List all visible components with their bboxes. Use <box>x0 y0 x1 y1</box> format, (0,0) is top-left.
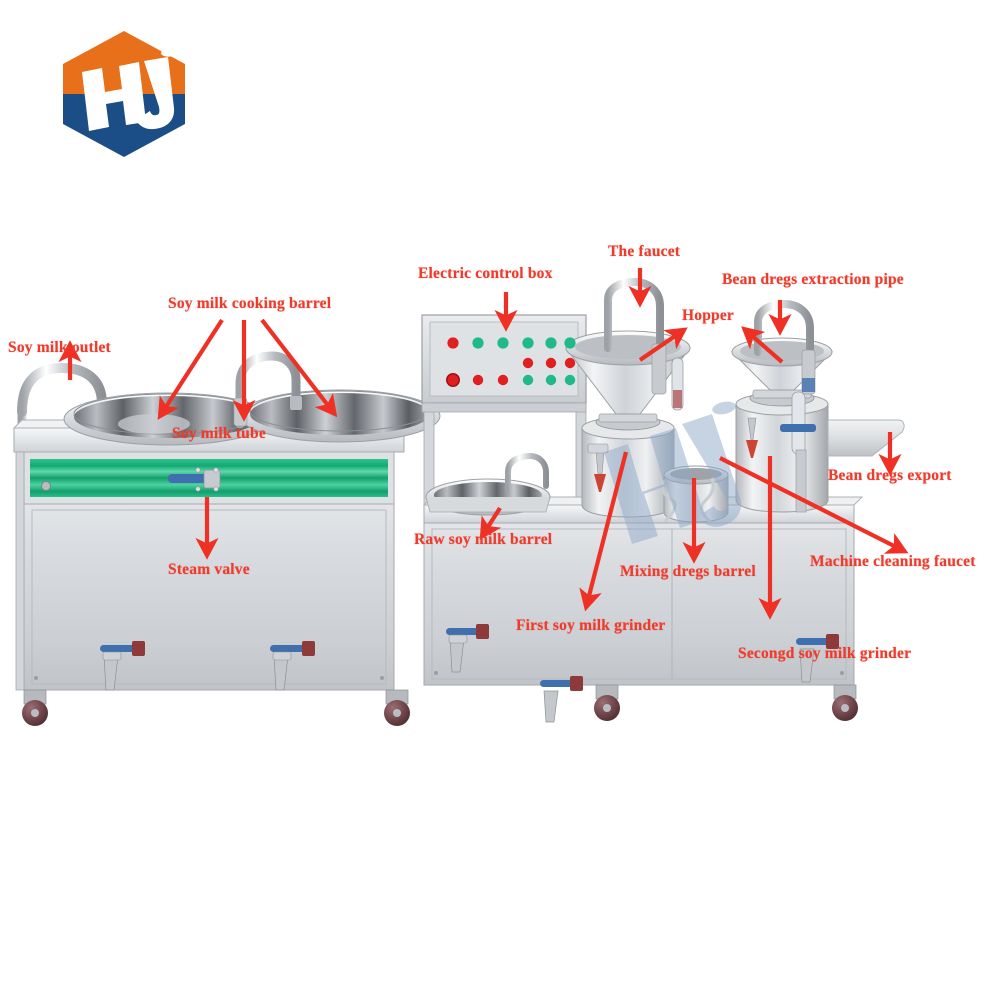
label-soy-milk-tube: Soy milk tube <box>172 425 266 442</box>
caster-right-2 <box>832 684 858 721</box>
bean-dregs-export-chute <box>827 419 905 457</box>
left-unit-cabinet-door <box>31 509 387 685</box>
hopper-rim-1 <box>565 330 691 366</box>
label-electric-control-box: Electric control box <box>418 265 553 282</box>
sight-glass-1 <box>671 357 684 411</box>
label-raw-soy-milk-barrel: Raw soy milk barrel <box>414 531 553 548</box>
label-first-soy-milk-grinder: First soy milk grinder <box>516 617 666 634</box>
label-mixing-dregs-barrel: Mixing dregs barrel <box>620 563 756 580</box>
label-the-faucet: The faucet <box>608 243 681 260</box>
caster-left-2 <box>384 689 410 726</box>
soy-milk-outlet-pipe <box>17 362 107 429</box>
indicator-light[interactable] <box>545 374 557 386</box>
hopper-rim-2 <box>731 337 833 367</box>
power-indicator-light[interactable] <box>445 372 460 387</box>
arrow-hopper-2 <box>741 326 784 364</box>
indicator-light[interactable] <box>497 374 509 386</box>
indicator-light[interactable] <box>545 337 557 349</box>
raw-barrel-faucet[interactable] <box>505 452 549 495</box>
right-unit-deck <box>423 504 855 524</box>
label-soy-milk-cooking-barrel: Soy milk cooking barrel <box>168 295 332 312</box>
control-panel-indicators <box>445 337 576 387</box>
indicator-light[interactable] <box>564 374 576 386</box>
logo-letter-j <box>136 57 175 130</box>
cabinet-screw-br <box>380 676 384 680</box>
machine-cleaning-faucet-handle[interactable] <box>780 424 816 432</box>
soy-milk-outlet-bracket <box>16 562 30 588</box>
right-cabinet-screw-bl <box>434 671 438 675</box>
indicator-light[interactable] <box>447 337 459 349</box>
caster-right-1 <box>594 684 620 721</box>
indicator-light[interactable] <box>564 357 576 369</box>
indicator-light[interactable] <box>472 374 484 386</box>
soy-milk-outlet-pipe-lower <box>17 405 47 593</box>
left-unit-green-band <box>30 459 388 497</box>
mixing-dregs-barrel <box>663 465 729 523</box>
caster-left-1 <box>22 689 48 726</box>
electric-control-box[interactable] <box>421 314 587 514</box>
raw-soy-milk-barrel <box>425 478 551 516</box>
first-soy-milk-grinder <box>564 330 692 518</box>
bean-dregs-extraction-pipe <box>754 299 816 395</box>
arrow-cooking-barrel-3 <box>260 318 338 418</box>
label-bean-dregs-export: Bean dregs export <box>828 467 952 484</box>
left-unit-band-frame <box>23 451 395 505</box>
indicator-light[interactable] <box>545 357 557 369</box>
arrow-cooking-barrel-1 <box>157 318 224 420</box>
secongd-soy-milk-grinder <box>730 337 834 513</box>
hopper-cone-2 <box>730 351 834 391</box>
label-soy-milk-outlet: Soy milk outlet <box>8 339 111 356</box>
arrow-hopper-1 <box>638 327 688 362</box>
logo-letter-h <box>82 62 146 131</box>
right-unit-deck-top <box>422 496 864 506</box>
indicator-light[interactable] <box>472 337 484 349</box>
drain-tap-1[interactable] <box>100 641 145 691</box>
machine-cleaning-faucet-stem <box>795 449 807 513</box>
sight-glass-2 <box>791 391 806 455</box>
left-unit-leg <box>15 451 25 691</box>
right-drain-tap-1[interactable] <box>446 624 489 673</box>
indicator-light[interactable] <box>522 374 534 386</box>
soy-milk-tube <box>233 351 302 429</box>
label-machine-cleaning-faucet: Machine cleaning faucet <box>810 553 976 570</box>
band-screw <box>41 481 51 491</box>
label-secongd-soy-milk-grinder: Secongd soy milk grinder <box>738 645 912 662</box>
right-cabinet-screw-br <box>840 671 844 675</box>
left-cooking-unit <box>12 351 441 726</box>
steam-valve[interactable] <box>168 467 221 492</box>
hj-logo <box>58 28 190 160</box>
drain-tap-2[interactable] <box>270 641 315 691</box>
label-hopper: Hopper <box>682 307 735 324</box>
cabinet-screw-bl <box>34 676 38 680</box>
logo-letter-j-dot <box>161 47 179 57</box>
label-bean-dregs-extraction-pipe: Bean dregs extraction pipe <box>722 271 904 288</box>
hj-logo-mark <box>63 31 185 157</box>
indicator-light[interactable] <box>564 337 576 349</box>
soy-milk-cooking-barrel-2 <box>239 389 441 443</box>
label-steam-valve: Steam valve <box>168 561 250 578</box>
indicator-light[interactable] <box>522 357 534 369</box>
indicator-light[interactable] <box>522 337 534 349</box>
indicator-light[interactable] <box>497 337 509 349</box>
arrow-raw-soy-milk-barrel <box>479 506 502 540</box>
right-drain-tap-2[interactable] <box>540 676 583 723</box>
left-unit-cabinet <box>23 503 395 691</box>
the-faucet[interactable] <box>604 277 667 395</box>
hopper-cone-1 <box>564 347 692 415</box>
